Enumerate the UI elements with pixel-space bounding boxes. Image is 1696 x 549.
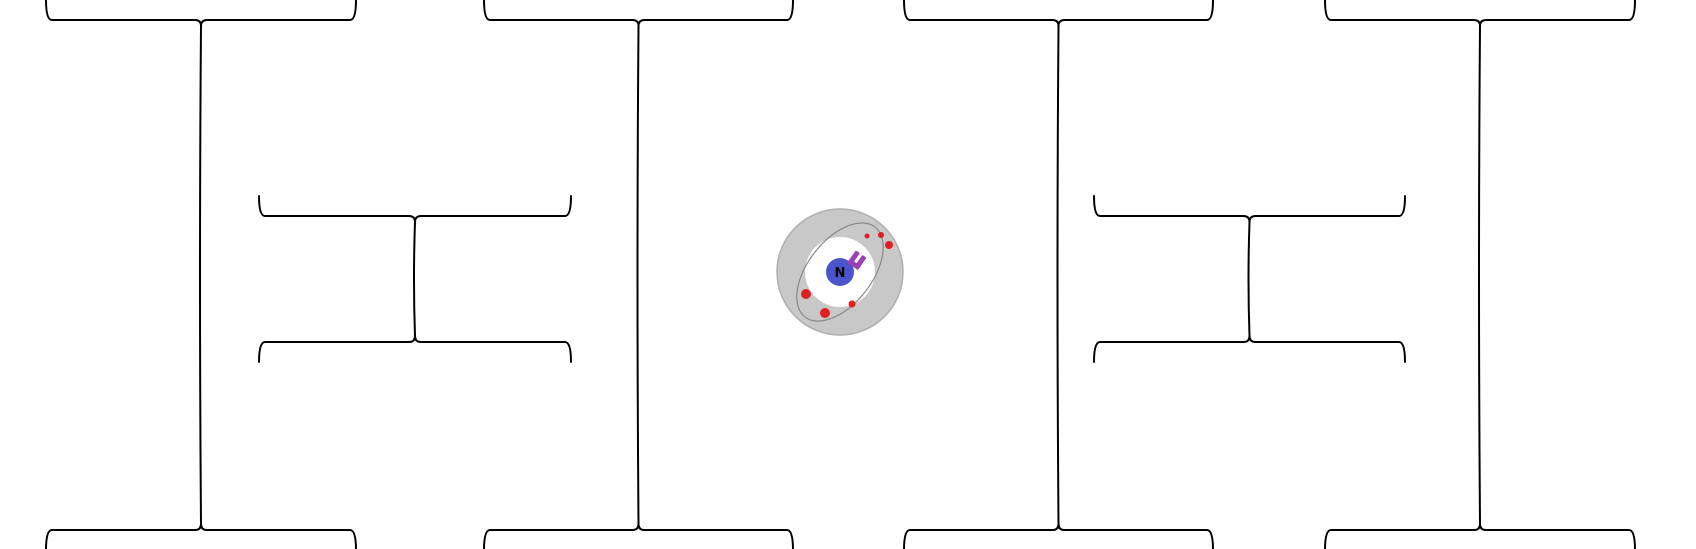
top-brace-4 <box>1324 0 1636 27</box>
atom-icon: N <box>776 208 904 336</box>
small-top-brace-1 <box>258 195 572 223</box>
electron-orbit <box>796 222 884 322</box>
electron-6 <box>864 233 870 239</box>
large-brace-group <box>45 0 1636 549</box>
bottom-brace-4 <box>1324 523 1636 549</box>
small-bottom-brace-2 <box>1093 335 1406 363</box>
electron-5 <box>878 232 884 238</box>
brace-stem-1 <box>199 25 202 525</box>
top-brace-1 <box>45 0 357 27</box>
bottom-brace-2 <box>483 523 794 549</box>
small-bottom-brace-1 <box>258 335 572 363</box>
electron-2 <box>820 308 830 318</box>
electron-1 <box>801 289 811 299</box>
small-brace-stem-2 <box>1247 221 1251 337</box>
nucleus <box>826 258 854 286</box>
small-top-brace-2 <box>1093 195 1406 223</box>
magnet-icon <box>847 250 867 270</box>
electron-4 <box>885 241 893 249</box>
nucleus-label: N <box>835 266 846 281</box>
small-brace-group <box>258 195 1406 363</box>
brace-stem-4 <box>1478 25 1481 525</box>
bottom-brace-1 <box>45 523 357 549</box>
bottom-brace-3 <box>903 523 1214 549</box>
brace-stem-2 <box>636 25 640 525</box>
brace-stem-3 <box>1056 25 1060 525</box>
top-brace-2 <box>483 0 794 27</box>
electron-group <box>801 232 893 318</box>
small-brace-stem-1 <box>413 221 416 337</box>
electron-3 <box>848 300 856 308</box>
top-brace-3 <box>903 0 1214 27</box>
